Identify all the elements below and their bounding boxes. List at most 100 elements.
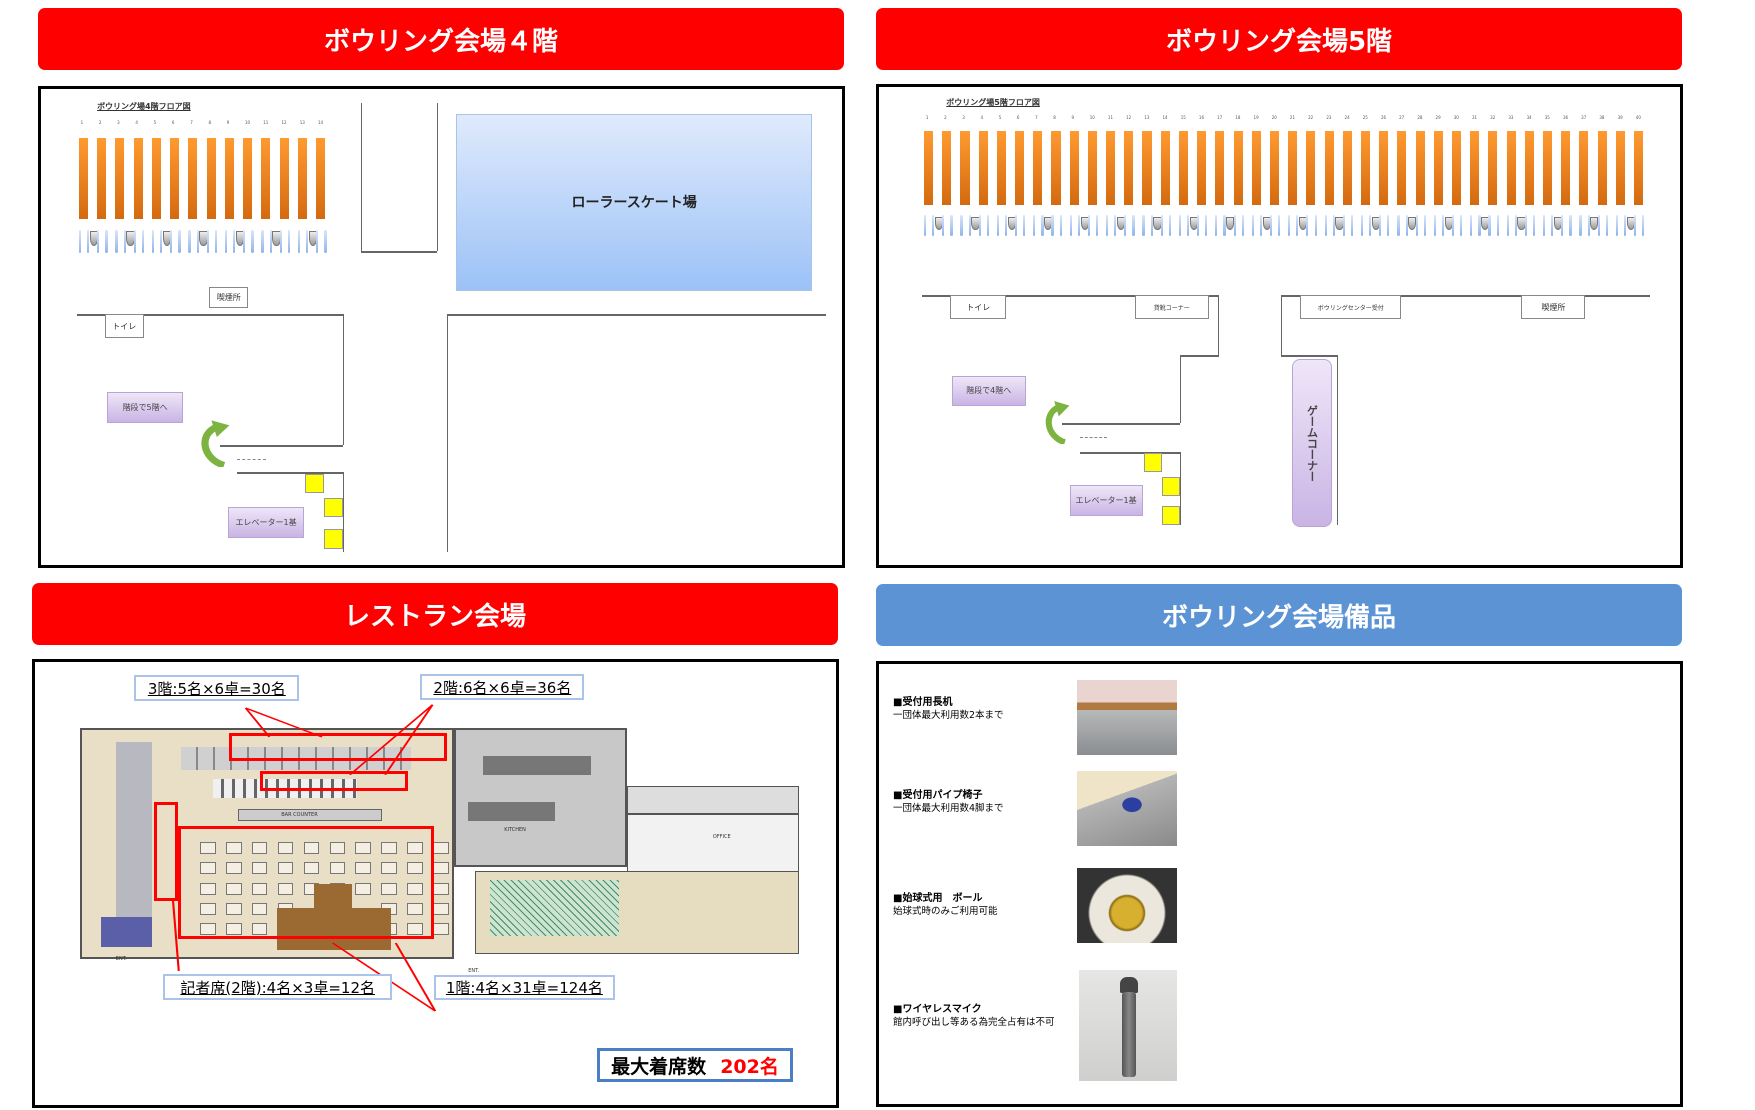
bowling-lane [978,130,988,206]
table-icon [200,882,216,895]
lane-gutter [251,229,254,253]
lane-gutter [105,229,108,253]
lane-gutter [942,215,945,237]
lane-gutter [1615,215,1618,237]
bowling-lane [1033,130,1043,206]
bowling-lane [115,137,125,219]
lane-number: 29 [1435,114,1441,120]
lane-gutter [1605,215,1608,237]
equipment-title: ■受付用長机 [893,697,953,708]
lane-gutter [1451,215,1455,237]
shoe-rental-label: 貸靴コーナー [1153,304,1190,312]
green-arrow-icon [1046,400,1070,444]
lane-gutter [1551,215,1554,237]
stairs-callout: 階段で4階へ [951,375,1026,407]
mic-head [1120,976,1138,994]
lane-number: 20 [1271,114,1277,120]
lane-gutter [1488,215,1491,237]
lane-number: 18 [1235,114,1241,120]
lane-gutter [1433,215,1436,237]
bowling-lane [170,137,180,219]
lane-gutter [1379,215,1382,237]
bowling-lane [1579,130,1589,206]
lane-gutter [1415,215,1418,237]
bowling-lane [1051,130,1061,206]
bowling-lane [151,137,161,219]
lane-gutter [1470,215,1473,237]
lane-gutter [287,229,291,253]
elevator-block [323,528,343,549]
lane-number: 3 [962,114,965,120]
bowling-lane [1451,130,1462,206]
elevator-block [323,498,343,518]
table-icon [329,862,346,875]
kitchen-counter [482,756,591,775]
bowling-lane [1561,130,1571,206]
table-icon [407,923,423,936]
elevator-label: エレベーター1基 [1075,495,1137,505]
bowling-lane [1215,130,1225,206]
table-icon [355,862,371,875]
roller-rink-label: ローラースケート場 [571,195,697,212]
office-area [626,813,800,879]
table-icon [251,862,268,875]
wall [237,472,343,475]
table-icon [329,842,346,855]
lane-gutter [1423,215,1426,237]
lane-number: 1 [925,114,929,120]
lane-number: 31 [1471,114,1478,120]
lane-gutter [1205,215,1208,237]
wall [1281,354,1338,357]
wall [342,313,344,446]
table-icon [381,862,397,875]
floor4-header: ボウリング会場４階 [38,8,844,70]
bowling-lane [1178,130,1188,206]
table-icon [355,842,371,855]
lane-gutter [1532,215,1536,237]
lane-number: 36 [1562,114,1569,120]
wall [1080,451,1181,454]
lane-number: 16 [1198,114,1205,120]
lane-gutter [1077,215,1081,237]
lane-gutter [1387,215,1390,237]
stage [314,883,352,910]
lane-gutter [1623,215,1627,237]
toilet-room: トイレ [105,313,144,339]
lane-gutter [1306,215,1309,237]
toilet-room: トイレ [950,294,1007,320]
lane-number: 9 [226,119,230,125]
lane-gutter [1360,215,1364,237]
bowling-lane [1124,130,1134,206]
table-icon [251,923,268,936]
shoe-rental-room: 貸靴コーナー [1134,294,1209,320]
lane-gutter [932,215,935,237]
bowling-lane [996,130,1006,206]
wall [1281,294,1283,355]
table-icon [381,882,397,895]
lane-gutter [1059,215,1062,237]
entrance-label: ENT. [468,968,480,974]
reception-room: ボウリングセンター受付 [1300,294,1402,320]
max-seating-value: 202名 [720,1055,779,1078]
bowling-lane [1142,130,1152,206]
bowling-lane [297,137,307,219]
lane-number: 24 [1344,114,1350,120]
bowling-lane [942,130,952,206]
lane-number: 11 [263,119,269,125]
mic-body [1122,992,1136,1077]
wall [1180,354,1219,357]
elevator-block [304,473,324,493]
lane-gutter [978,215,981,237]
bowling-lane [206,137,216,219]
lane-gutter [1241,215,1244,237]
lane-gutter [1087,215,1091,237]
lane-gutter [1259,215,1263,237]
table-icon [225,902,242,915]
restaurant-header-text: レストラン会場 [343,601,526,632]
wall [77,313,343,316]
lane-gutter [1096,215,1099,237]
bowling-lane [1360,130,1371,206]
lane-gutter [1269,215,1273,237]
game-corner-label: ゲームコーナー [1305,404,1319,482]
